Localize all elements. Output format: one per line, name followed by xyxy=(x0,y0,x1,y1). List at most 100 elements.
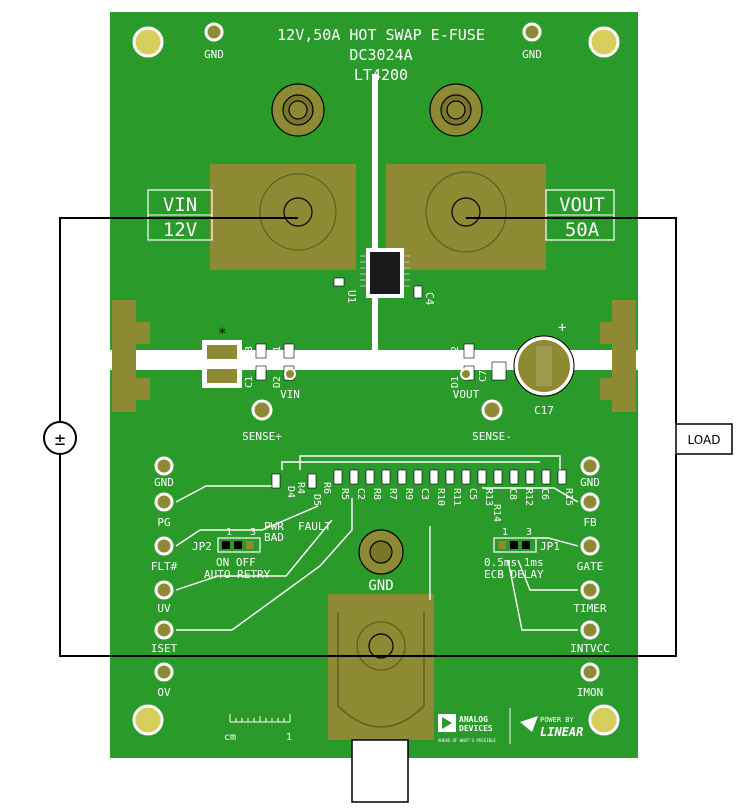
des-c2: C2 xyxy=(355,488,366,500)
board-chip: LT4200 xyxy=(354,66,408,84)
right-testpoints xyxy=(580,456,600,682)
des-r7: R7 xyxy=(387,488,398,500)
r1-designator: R1 xyxy=(272,346,283,358)
adi-logo: ANALOG DEVICES AHEAD OF WHAT'S POSSIBLE xyxy=(438,714,496,743)
c1-designator: C1 xyxy=(244,376,255,388)
left-tp-iset: ISET xyxy=(151,642,178,655)
left-tp-pg: PG xyxy=(157,516,170,529)
des-r6: R6 xyxy=(321,482,332,494)
vin-testpoint xyxy=(284,368,296,380)
source-symbol-glyph: ± xyxy=(55,429,66,450)
des-r12: R12 xyxy=(523,488,534,506)
u1-chip xyxy=(360,248,410,298)
jp1-options: 0.5ms 1ms xyxy=(484,556,544,569)
d3-diode xyxy=(202,340,242,388)
load-label: LOAD xyxy=(688,433,721,447)
jp1-jumper xyxy=(493,537,537,553)
des-r11: R11 xyxy=(451,488,462,506)
load-box xyxy=(675,423,733,455)
board-part-number: DC3024A xyxy=(349,46,412,64)
des-r4: R4 xyxy=(295,482,306,494)
des-r8: R8 xyxy=(371,488,382,500)
left-testpoints xyxy=(154,456,174,682)
u1-designator: U1 xyxy=(345,290,358,303)
des-r13: R13 xyxy=(483,488,494,506)
d3-marker: * xyxy=(218,326,226,342)
jp2-options: ON OFF xyxy=(216,556,256,569)
jp2-pin3: 3 xyxy=(250,527,256,538)
lt-logo: POWER BY LINEAR xyxy=(520,716,583,739)
left-tp-ov: OV xyxy=(157,686,171,699)
center-slot xyxy=(372,74,378,350)
external-wiring xyxy=(59,217,677,657)
jp1-pin1: 1 xyxy=(502,527,508,538)
vout-testpoint xyxy=(460,368,472,380)
source-symbol xyxy=(43,421,77,455)
gnd-terminal-label: GND xyxy=(368,578,393,594)
vout-current-label: 50A xyxy=(565,219,600,241)
gnd-tl-label: GND xyxy=(204,48,224,61)
des-c6: C6 xyxy=(539,488,550,500)
d1-designator: D1 xyxy=(450,376,461,388)
gnd-tr-testpoint xyxy=(522,22,542,42)
adi-logo-text-2: DEVICES xyxy=(459,724,493,733)
r3-designator: R3 xyxy=(244,346,255,358)
des-c3: C3 xyxy=(419,488,430,500)
c4-designator: C4 xyxy=(423,292,436,306)
c17-designator: C17 xyxy=(534,404,554,417)
component-row xyxy=(271,469,567,489)
copper-side-pads xyxy=(112,300,636,412)
vin-voltage-label: 12V xyxy=(163,219,197,241)
jp1-function: ECB DELAY xyxy=(484,568,544,581)
led-pwr-label: PWR xyxy=(264,520,284,533)
des-d5: D5 xyxy=(311,494,322,506)
scale-unit: cm xyxy=(224,732,236,743)
des-r15: R15 xyxy=(563,488,574,506)
d2-designator: D2 xyxy=(272,376,283,388)
sense-pos-label: SENSE+ xyxy=(242,430,282,443)
d3-designator: D3 xyxy=(185,356,199,370)
vin-testpoint-label: VIN xyxy=(280,388,300,401)
des-r5: R5 xyxy=(339,488,350,500)
des-r10: R10 xyxy=(435,488,446,506)
des-r14: R14 xyxy=(491,504,502,522)
mounting-holes xyxy=(132,26,620,736)
terminal-studs xyxy=(259,83,507,728)
des-c8: C8 xyxy=(507,488,518,500)
scale-ruler xyxy=(229,714,291,723)
right-tp-gnd: GND xyxy=(580,476,600,489)
bottom-connector xyxy=(351,739,409,803)
right-tp-fb: FB xyxy=(583,516,597,529)
right-tp-timer: TIMER xyxy=(573,602,606,615)
right-tp-intvcc: INTVCC xyxy=(570,642,610,655)
c17-polarity: + xyxy=(558,320,566,336)
led-bad-label: BAD xyxy=(264,531,284,544)
c7-designator: C7 xyxy=(478,370,489,382)
gnd-tl-testpoint xyxy=(204,22,224,42)
adi-logo-tagline: AHEAD OF WHAT'S POSSIBLE xyxy=(438,738,496,743)
right-tp-gate: GATE xyxy=(577,560,604,573)
r2-designator: R2 xyxy=(450,346,461,358)
board-title: 12V,50A HOT SWAP E-FUSE xyxy=(277,26,485,44)
scale-value: 1 xyxy=(286,732,292,743)
jp1-pin3: 3 xyxy=(526,527,532,538)
sense-pos-testpoint xyxy=(251,399,273,421)
sense-neg-testpoint xyxy=(481,399,503,421)
des-r9: R9 xyxy=(403,488,414,500)
c17-capacitor xyxy=(513,335,575,397)
vout-label: VOUT xyxy=(559,194,605,216)
led-fault-label: FAULT xyxy=(298,520,331,533)
des-c5: C5 xyxy=(467,488,478,500)
signal-traces xyxy=(175,455,579,631)
adi-logo-text-1: ANALOG xyxy=(459,715,488,724)
sense-neg-label: SENSE- xyxy=(472,430,512,443)
gnd-tr-label: GND xyxy=(522,48,542,61)
jp2-pin1: 1 xyxy=(226,527,232,538)
left-tp-uv: UV xyxy=(157,602,171,615)
left-tp-flt: FLT# xyxy=(151,560,178,573)
lt-logo-text-2: LINEAR xyxy=(540,725,583,739)
lt-logo-text-1: POWER BY xyxy=(540,716,575,724)
jp2-function: AUTO RETRY xyxy=(204,568,271,581)
vin-label: VIN xyxy=(163,194,197,216)
